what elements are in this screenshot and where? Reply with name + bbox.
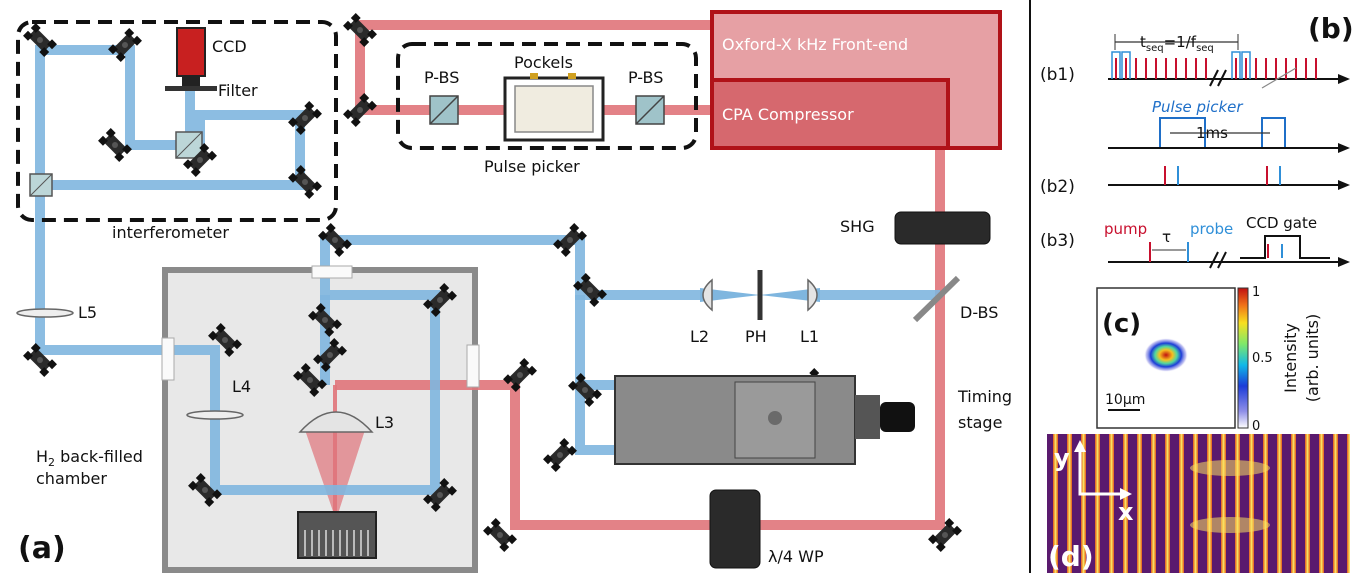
- lens-l3: [298, 411, 374, 433]
- detector: [297, 511, 377, 559]
- row-label-b1: (b1): [1040, 65, 1075, 85]
- dbs: [912, 275, 961, 323]
- ph-label: PH: [745, 327, 767, 346]
- focal-spot: [1144, 338, 1188, 372]
- colorbar-tick-1: 1: [1252, 285, 1260, 300]
- axis-y-label: y: [1054, 444, 1070, 472]
- ccd-gate-trace: [1240, 235, 1330, 259]
- colorbar-label-2: (arb. units): [1303, 314, 1322, 403]
- interferogram: [1047, 434, 1350, 573]
- l4-label: L4: [232, 377, 251, 396]
- row-label-b3: (b3): [1040, 231, 1075, 251]
- dbs-label: D-BS: [960, 303, 998, 322]
- panel-c-label: (c): [1102, 309, 1141, 339]
- chamber-window-left: [161, 337, 175, 381]
- lens-l5: [16, 308, 74, 318]
- chamber-window-right: [466, 344, 480, 388]
- panel-d: y x (d): [1047, 434, 1350, 573]
- filter-label: Filter: [218, 81, 258, 100]
- timing-label-1: Timing: [957, 387, 1012, 406]
- waveplate-mount: [709, 489, 761, 569]
- tau-label: τ: [1162, 228, 1171, 246]
- l1-label: L1: [800, 327, 819, 346]
- compressor-label: CPA Compressor: [722, 105, 854, 124]
- lens-l4: [186, 410, 244, 420]
- focus-cone: [305, 430, 365, 520]
- one-ms-label: 1ms: [1196, 124, 1228, 142]
- lens-l2: [702, 278, 713, 312]
- pulse-picker-label: Pulse picker: [484, 157, 580, 176]
- waveplate-label: λ/4 WP: [768, 547, 824, 566]
- panel-d-label: (d): [1048, 540, 1094, 573]
- tseq-label: tseq=1/fseq: [1140, 33, 1214, 54]
- ph-focus: [700, 288, 760, 302]
- l5-label: L5: [78, 303, 97, 322]
- colorbar-tick-0: 0: [1252, 419, 1260, 434]
- shg-label: SHG: [840, 217, 875, 236]
- panel-a-label: (a): [18, 531, 66, 566]
- chamber-label-2: chamber: [36, 469, 107, 488]
- row-label-b2: (b2): [1040, 177, 1075, 197]
- l2-label: L2: [690, 327, 709, 346]
- shg-crystal: [894, 211, 991, 245]
- panel-c: 10μm (c) 1 0.5 0 Intensity (arb. units): [1096, 285, 1322, 434]
- ph-focus-2: [760, 288, 820, 302]
- ccd-camera: [176, 27, 206, 77]
- b1-pulses: [1115, 58, 1317, 79]
- colorbar-label-1: Intensity: [1281, 323, 1300, 393]
- axis-x-label: x: [1118, 498, 1134, 526]
- pulse-picker-label-b: Pulse picker: [1152, 98, 1243, 116]
- scalebar-label: 10μm: [1105, 392, 1145, 408]
- chamber-label-1: H2 back-filled: [36, 447, 143, 469]
- ccd-gate-label: CCD gate: [1246, 214, 1317, 232]
- colorbar-tick-05: 0.5: [1252, 351, 1273, 366]
- lens-l1: [807, 278, 818, 312]
- interferometer-box: [16, 20, 338, 222]
- timing-label-2: stage: [958, 413, 1002, 432]
- pump-label: pump: [1104, 220, 1147, 238]
- chamber-window-top: [311, 265, 353, 279]
- front-end-label: Oxford-X kHz Front-end: [722, 35, 908, 54]
- colorbar: [1237, 287, 1249, 429]
- ccd-label: CCD: [212, 37, 247, 56]
- timing-motor: [880, 402, 915, 432]
- interferometer-label: interferometer: [112, 223, 229, 242]
- pbs-right-label: P-BS: [628, 68, 663, 87]
- pulse-picker-box: [396, 42, 698, 150]
- panel-a: Oxford-X kHz Front-end CPA Compressor P-…: [16, 10, 1012, 573]
- compressor-box: [710, 78, 950, 150]
- probe-label: probe: [1190, 220, 1233, 238]
- plasma-distortion: [1190, 460, 1270, 533]
- axes-arrows: [1078, 448, 1124, 496]
- filter: [165, 86, 217, 91]
- pockels-label: Pockels: [514, 53, 573, 72]
- pbs-left-label: P-BS: [424, 68, 459, 87]
- l3-label: L3: [375, 413, 394, 432]
- panel-b: (b) (b1) (b2) (b3) tseq: [1040, 12, 1354, 269]
- panel-b-label: (b): [1308, 12, 1354, 45]
